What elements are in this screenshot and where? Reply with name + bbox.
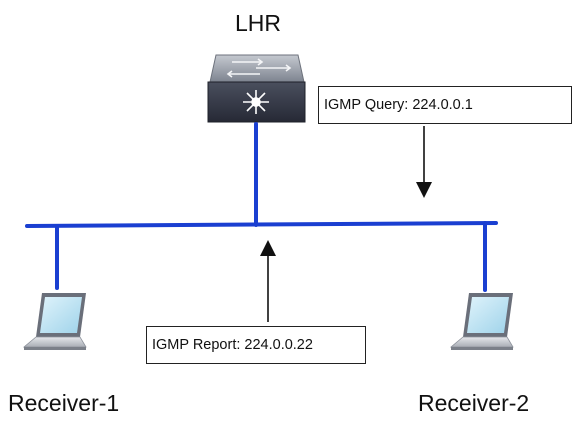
lan-segment [25, 221, 498, 228]
igmp-report-box: IGMP Report: 224.0.0.22 [146, 326, 366, 364]
router-icon [207, 54, 306, 123]
igmp-query-box: IGMP Query: 224.0.0.1 [318, 86, 572, 124]
receiver-1-label: Receiver-1 [8, 390, 120, 416]
laptop-icon [449, 293, 514, 350]
igmp-report-text: IGMP Report: 224.0.0.22 [152, 337, 313, 353]
laptop-icon [22, 293, 87, 350]
router-label: LHR [234, 10, 281, 36]
receiver-2-label: Receiver-2 [418, 390, 530, 416]
igmp-query-text: IGMP Query: 224.0.0.1 [324, 97, 473, 113]
